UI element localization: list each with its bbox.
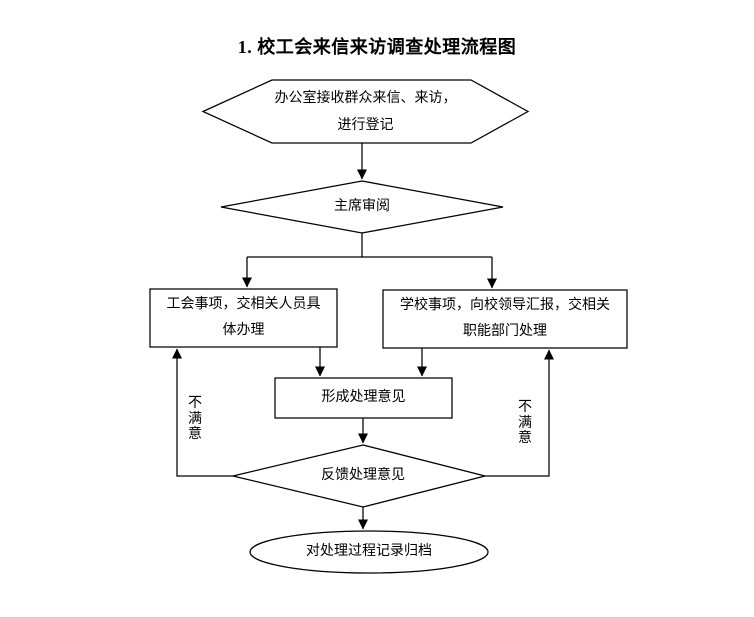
edge-feedback-unsatisfied-right <box>485 349 554 477</box>
archive-node-ellipse <box>249 530 489 574</box>
feedback-node-diamond <box>232 444 486 508</box>
flowchart-title: 1. 校工会来信来访调查处理流程图 <box>237 37 517 57</box>
review-node-diamond <box>220 180 504 234</box>
edge-feedback-unsatisfied-left <box>172 348 233 477</box>
receive-node-hexagon <box>201 79 530 144</box>
union-matters-node-rect <box>149 288 338 348</box>
form-opinion-node-rect <box>274 377 453 419</box>
school-matters-node-rect <box>382 289 628 349</box>
